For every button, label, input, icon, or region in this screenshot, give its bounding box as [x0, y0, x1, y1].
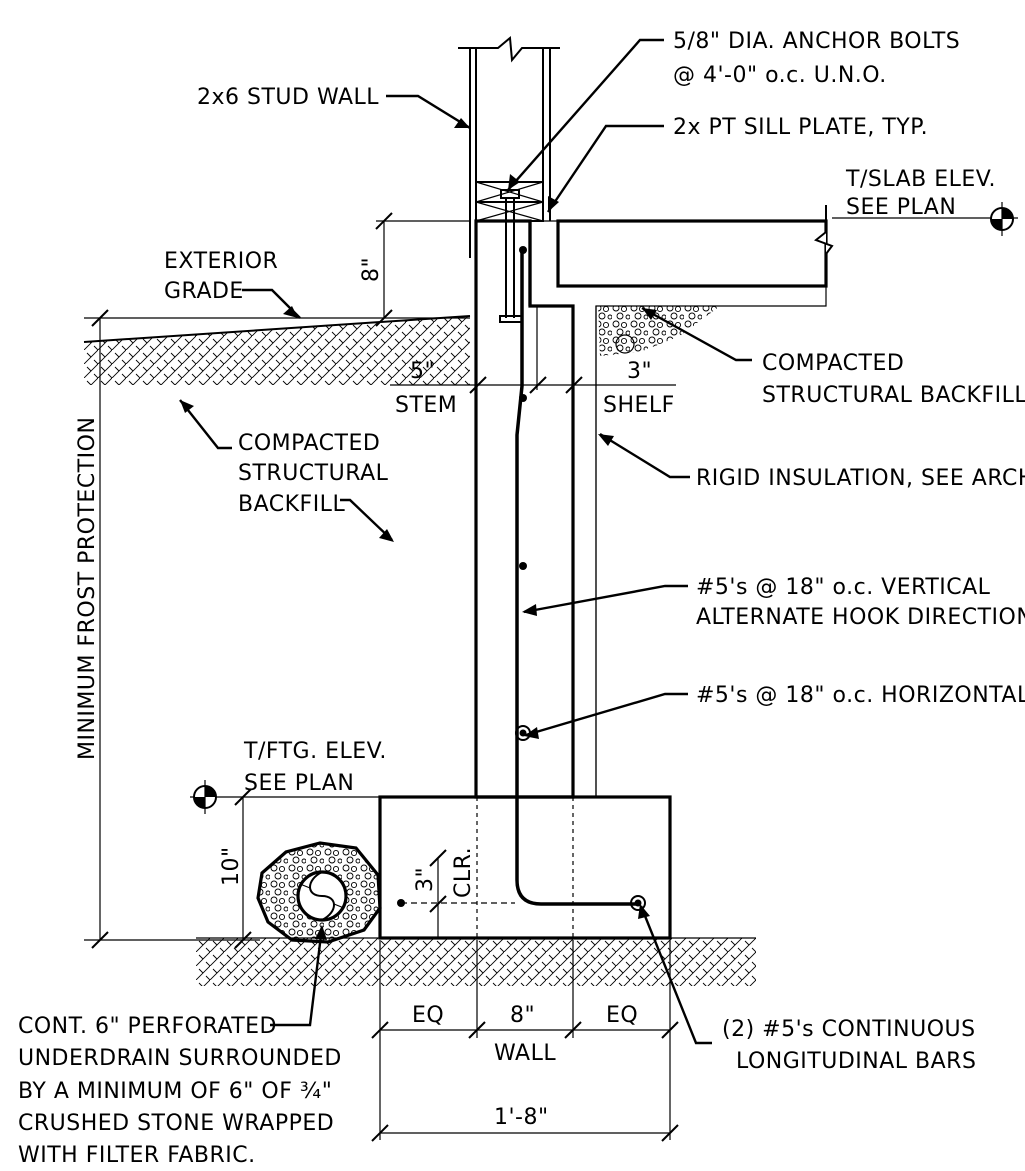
- footing-elevation-label-2: SEE PLAN: [244, 771, 354, 796]
- earth-hatch: [83, 315, 756, 986]
- compacted-backfill-left-label-2: STRUCTURAL: [238, 461, 389, 486]
- slab-elevation-marker: [832, 202, 1018, 236]
- compacted-backfill-left-label-1: COMPACTED: [238, 431, 380, 456]
- wall-label: WALL: [494, 1041, 556, 1066]
- longitudinal-bars-label-2: LONGITUDINAL BARS: [736, 1049, 976, 1074]
- horizontal-bars-label: #5's @ 18" o.c. HORIZONTAL: [696, 683, 1025, 708]
- sill-plate-label: 2x PT SILL PLATE, TYP.: [673, 115, 928, 140]
- slab-elevation-label-2: SEE PLAN: [846, 195, 956, 220]
- rigid-insulation-label: RIGID INSULATION, SEE ARCH: [696, 466, 1025, 491]
- compacted-backfill-right-label-2: STRUCTURAL BACKFILL: [762, 383, 1025, 408]
- underdrain-label-4: CRUSHED STONE WRAPPED: [18, 1111, 334, 1136]
- compacted-backfill-left-label-3: BACKFILL: [238, 492, 345, 517]
- slab-gravel-fill: [598, 306, 720, 356]
- floor-slab: [556, 205, 834, 288]
- stud-wall: [458, 36, 560, 258]
- eq-left-dimension: EQ: [412, 1003, 444, 1028]
- longitudinal-bars-label-1: (2) #5's CONTINUOUS: [722, 1017, 976, 1042]
- dimension-text: 8" 5" 3" 10" 3" CLR. EQ 8" EQ WALL 1'-8": [219, 257, 652, 1130]
- leader-lines: [179, 38, 752, 1045]
- anchor-bolt: [499, 189, 523, 323]
- stem-width-dimension: 5": [410, 359, 435, 384]
- annotation-text: 5/8" DIA. ANCHOR BOLTS @ 4'-0" o.c. U.N.…: [18, 29, 1025, 1168]
- wall-width-dimension: 8": [510, 1003, 535, 1028]
- exterior-grade-label-2: GRADE: [164, 279, 244, 304]
- footing-width-dimension: 1'-8": [494, 1105, 549, 1130]
- anchor-bolts-label-1: 5/8" DIA. ANCHOR BOLTS: [673, 29, 960, 54]
- eq-right-dimension: EQ: [606, 1003, 638, 1028]
- stem-label: STEM: [395, 393, 457, 418]
- slab-elevation-label-1: T/SLAB ELEV.: [845, 167, 996, 192]
- compacted-backfill-right-label-1: COMPACTED: [762, 351, 904, 376]
- underdrain-label-2: UNDERDRAIN SURROUNDED: [18, 1046, 342, 1071]
- stud-wall-label: 2x6 STUD WALL: [197, 85, 379, 110]
- clear-cover-dimension: 3": [413, 867, 438, 892]
- vertical-bars-label-2: ALTERNATE HOOK DIRECTION: [696, 605, 1025, 630]
- shelf-label: SHELF: [603, 393, 675, 418]
- vertical-bars-label-1: #5's @ 18" o.c. VERTICAL: [696, 575, 991, 600]
- underdrain-pipe: [256, 841, 382, 944]
- footing-elevation-marker: [190, 780, 380, 814]
- anchor-bolts-label-2: @ 4'-0" o.c. U.N.O.: [673, 63, 887, 88]
- dimension-lines: [84, 212, 679, 1142]
- clear-label: CLR.: [451, 847, 476, 898]
- frost-protection-label: MINIMUM FROST PROTECTION: [75, 417, 100, 760]
- underdrain-label-3: BY A MINIMUM OF 6" OF ¾": [18, 1079, 332, 1104]
- rebar: [397, 246, 646, 911]
- underdrain-label-1: CONT. 6" PERFORATED: [18, 1014, 277, 1039]
- footing-depth-dimension: 10": [219, 846, 244, 886]
- stem-wall: [474, 219, 575, 799]
- exterior-grade-label-1: EXTERIOR: [164, 249, 278, 274]
- footing-elevation-label-1: T/FTG. ELEV.: [243, 739, 387, 764]
- sill-to-grade-dimension: 8": [359, 257, 384, 282]
- shelf-width-dimension: 3": [627, 359, 652, 384]
- underdrain-label-5: WITH FILTER FABRIC.: [18, 1143, 256, 1168]
